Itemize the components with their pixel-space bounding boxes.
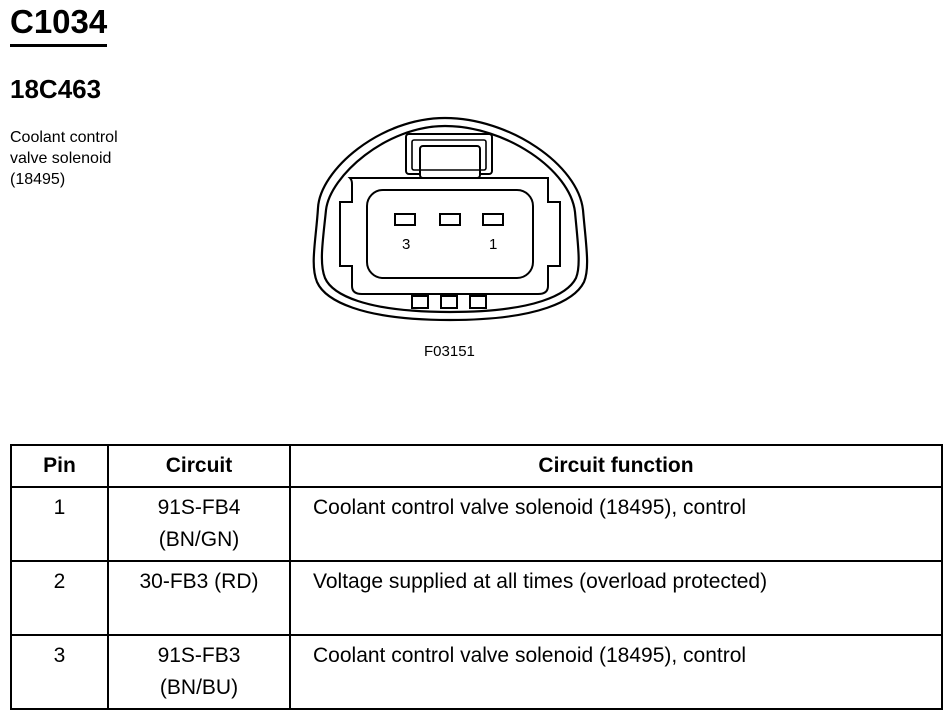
pin-label-3: 3 xyxy=(402,236,410,253)
pin-cell: 3 xyxy=(10,634,109,710)
column-header-circuit: Circuit xyxy=(107,444,291,488)
bottom-rib xyxy=(440,295,458,309)
table-header-row: Pin Circuit Circuit function xyxy=(10,444,943,488)
table-row: 2 30-FB3 (RD) Voltage supplied at all ti… xyxy=(10,560,943,636)
table-row: 1 91S-FB4 (BN/GN) Coolant control valve … xyxy=(10,486,943,562)
locking-tab-slot xyxy=(411,139,487,171)
circuit-line: 91S-FB3 xyxy=(157,644,241,667)
part-number: 18C463 xyxy=(10,74,102,104)
locking-tab-inner xyxy=(419,145,481,179)
connector-housing-inner xyxy=(320,124,580,314)
pin-terminal xyxy=(482,213,504,226)
figure-id: F03151 xyxy=(424,343,475,360)
pin-terminal xyxy=(394,213,416,226)
component-desc-line: Coolant control xyxy=(10,129,118,146)
bottom-rib xyxy=(411,295,429,309)
pin-cavity-frame xyxy=(366,189,534,279)
pin-label-1: 1 xyxy=(489,236,497,253)
connector-face-diagram: 3 1 xyxy=(312,116,589,322)
component-desc-line: (18495) xyxy=(10,171,66,188)
component-description: Coolant control valve solenoid (18495) xyxy=(10,127,118,190)
component-desc-line: valve solenoid xyxy=(10,150,112,167)
connector-insert-outline xyxy=(339,177,561,295)
connector-housing-outer xyxy=(312,116,589,322)
circuit-line: 91S-FB4 xyxy=(157,496,241,519)
function-cell: Voltage supplied at all times (overload … xyxy=(289,560,943,636)
bottom-rib xyxy=(469,295,487,309)
pin-table: Pin Circuit Circuit function 1 91S-FB4 (… xyxy=(10,444,943,710)
pin-terminal xyxy=(439,213,461,226)
connector-id: C1034 xyxy=(10,2,108,47)
column-header-pin: Pin xyxy=(10,444,109,488)
function-cell: Coolant control valve solenoid (18495), … xyxy=(289,634,943,710)
circuit-cell: 91S-FB4 (BN/GN) xyxy=(107,486,291,562)
function-cell: Coolant control valve solenoid (18495), … xyxy=(289,486,943,562)
circuit-line: (BN/BU) xyxy=(159,676,239,699)
column-header-function: Circuit function xyxy=(289,444,943,488)
circuit-cell: 91S-FB3 (BN/BU) xyxy=(107,634,291,710)
pin-cell: 1 xyxy=(10,486,109,562)
table-row: 3 91S-FB3 (BN/BU) Coolant control valve … xyxy=(10,634,943,710)
circuit-line: (BN/GN) xyxy=(158,528,240,551)
circuit-cell: 30-FB3 (RD) xyxy=(107,560,291,636)
circuit-line: 30-FB3 (RD) xyxy=(139,570,259,593)
pin-cell: 2 xyxy=(10,560,109,636)
